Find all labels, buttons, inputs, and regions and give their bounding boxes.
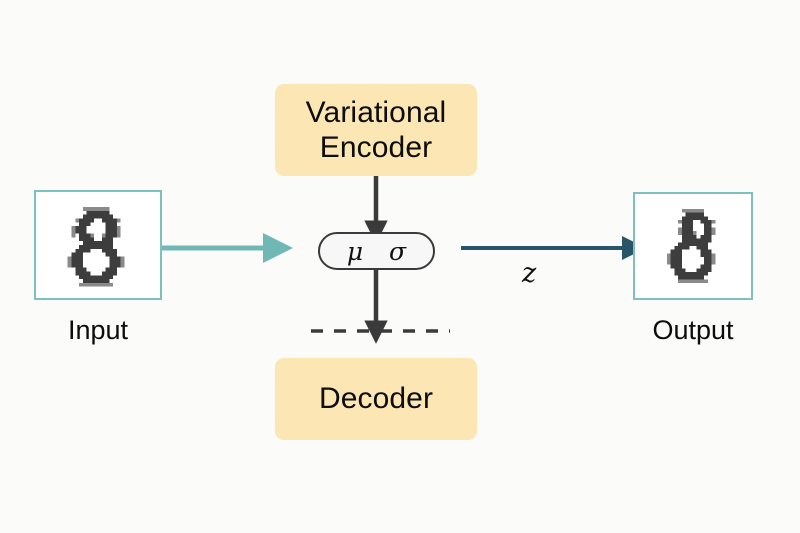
- decoder-label: Decoder: [318, 382, 434, 416]
- output-caption: Output: [652, 315, 734, 345]
- input-digit-8-image: [45, 192, 151, 298]
- output-digit-8-image: [641, 194, 745, 298]
- latent-variable-z-label: z: [522, 258, 537, 289]
- output-image-card[interactable]: [633, 192, 753, 300]
- sigma-symbol: σ: [388, 236, 407, 266]
- latent-parameters-pill[interactable]: μ σ: [318, 232, 435, 270]
- mu-symbol: μ: [346, 236, 364, 266]
- variational-encoder-box[interactable]: Variational Encoder: [275, 84, 477, 176]
- decoder-box[interactable]: Decoder: [275, 358, 477, 440]
- input-image-card[interactable]: [34, 190, 162, 300]
- input-caption: Input: [67, 315, 129, 345]
- variational-encoder-label: Variational Encoder: [305, 95, 447, 164]
